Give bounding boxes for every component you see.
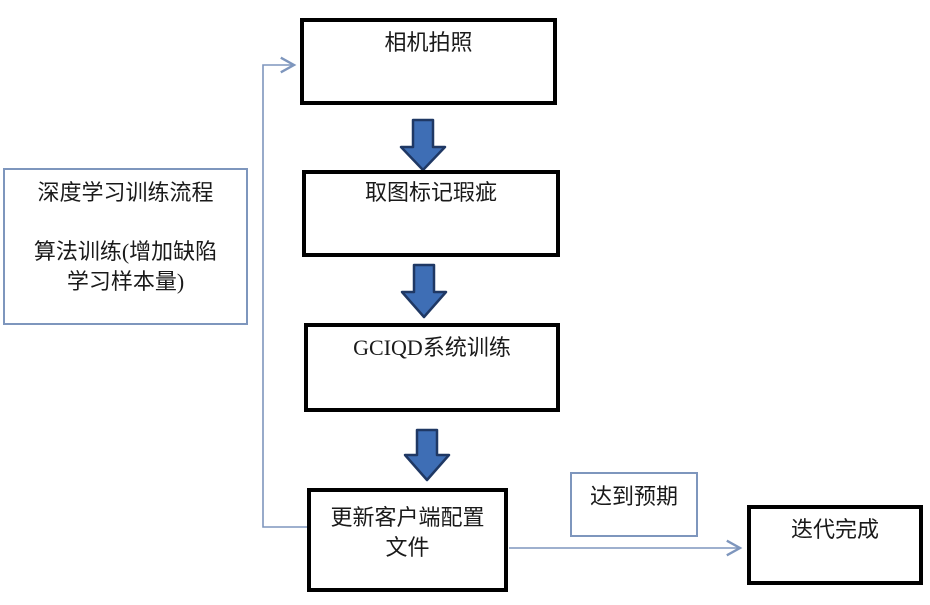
- node-mark-defects: 取图标记瑕疵: [302, 170, 560, 257]
- node-process-note-line3: 学习样本量): [66, 269, 185, 294]
- node-update-client-config-label-line2: 文件: [385, 535, 430, 560]
- node-update-client-config: 更新客户端配置 文件: [307, 488, 508, 592]
- feedback-connector-line: [262, 56, 307, 528]
- node-update-client-config-label-line1: 更新客户端配置: [330, 505, 485, 530]
- node-system-training: GCIQD系统训练: [304, 323, 560, 412]
- node-iteration-complete-label: 迭代完成: [790, 517, 879, 542]
- node-process-note-line2: 算法训练(增加缺陷: [33, 239, 218, 264]
- node-mark-defects-label: 取图标记瑕疵: [364, 180, 497, 205]
- node-camera-capture: 相机拍照: [300, 18, 557, 105]
- node-iteration-complete: 迭代完成: [747, 505, 923, 585]
- down-block-arrow-3-icon: [403, 428, 451, 482]
- node-process-note: 深度学习训练流程 算法训练(增加缺陷 学习样本量): [3, 168, 248, 325]
- node-expectation-reached-label: 达到预期: [589, 484, 678, 509]
- node-camera-capture-label: 相机拍照: [384, 30, 473, 55]
- node-system-training-label: GCIQD系统训练: [353, 335, 511, 360]
- node-process-note-line1: 深度学习训练流程: [37, 180, 214, 205]
- node-process-note-spacer: [5, 208, 246, 237]
- node-expectation-reached: 达到预期: [570, 472, 698, 537]
- down-block-arrow-2-icon: [400, 263, 448, 319]
- down-block-arrow-1-icon: [399, 118, 447, 172]
